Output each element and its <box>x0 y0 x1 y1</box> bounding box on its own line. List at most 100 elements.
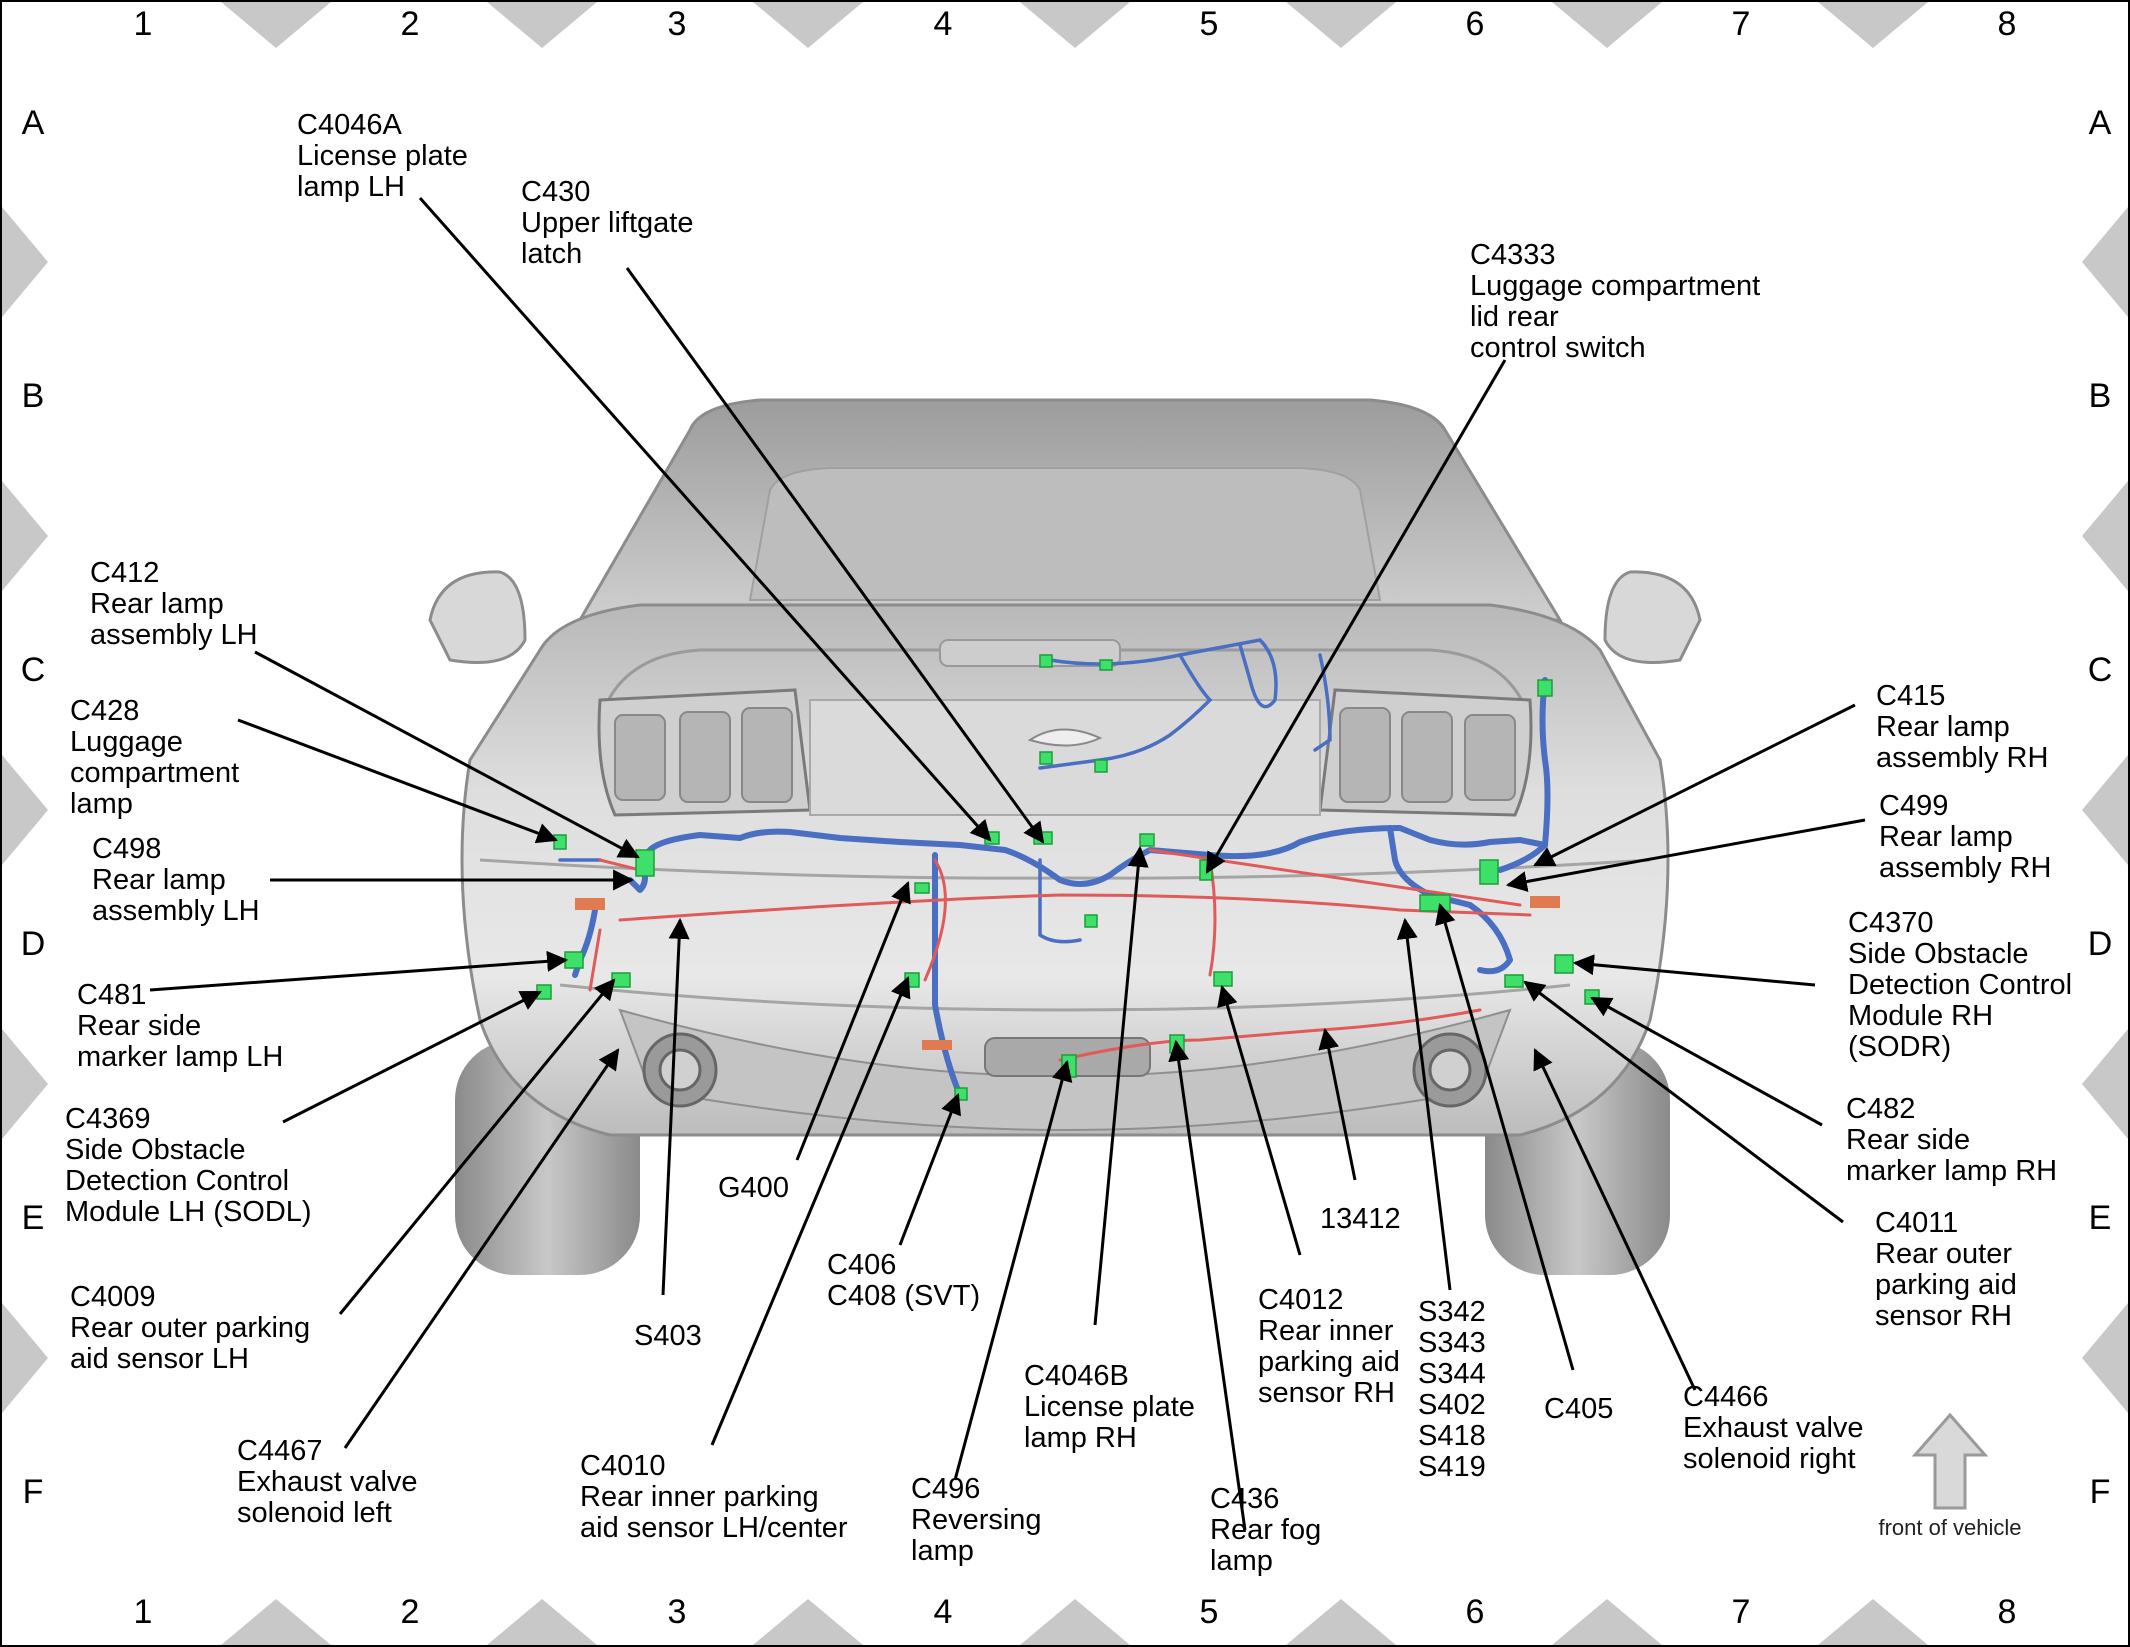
border-triangle-marker <box>221 2 331 48</box>
border-triangle-marker <box>2 1029 48 1139</box>
callout-description-line: lamp <box>1210 1545 1273 1577</box>
callout-description-line: License plate <box>297 140 468 172</box>
border-triangle-marker <box>221 1599 331 1645</box>
border-triangle-marker <box>2082 1029 2128 1139</box>
right-mirror <box>1603 570 1702 664</box>
border-triangle-marker <box>1020 1599 1130 1645</box>
callout-description-line: assembly RH <box>1879 852 2051 884</box>
callout-description-line: Luggage compartment <box>1470 270 1760 302</box>
callout-code: C4467 <box>237 1435 322 1467</box>
callout-description-line: Reversing <box>911 1504 1042 1536</box>
callout-code: G400 <box>718 1172 789 1204</box>
callout-description-line: Rear inner parking <box>580 1481 819 1513</box>
callout-description-line: C408 (SVT) <box>827 1280 980 1312</box>
grid-column-label: 8 <box>1998 1593 2017 1631</box>
callout-code: S403 <box>634 1320 702 1352</box>
callout-code: C412 <box>90 557 159 589</box>
callout-leader-lines <box>149 197 1866 1531</box>
callout-code: C496 <box>911 1473 980 1505</box>
callout-code: C4466 <box>1683 1381 1768 1413</box>
grid-row-label: C <box>21 651 46 689</box>
border-triangle-marker <box>2082 481 2128 591</box>
callout-code: C481 <box>77 979 146 1011</box>
callout-description-line: Detection Control <box>1848 969 2072 1001</box>
grid-column-label: 7 <box>1732 5 1751 43</box>
grid-row-label: E <box>22 1199 45 1237</box>
callout-code: C4011 <box>1875 1207 1958 1239</box>
callout-code: C4009 <box>70 1281 155 1313</box>
grid-row-label: D <box>21 925 46 963</box>
grid-column-label: 5 <box>1200 1593 1219 1631</box>
border-triangle-marker <box>2082 207 2128 317</box>
border-triangle-marker <box>1020 2 1130 48</box>
callout-code: C4370 <box>1848 907 1933 939</box>
grid-row-label: E <box>2089 1199 2112 1237</box>
callout-description-line: Detection Control <box>65 1165 289 1197</box>
callout-code: C4333 <box>1470 239 1555 271</box>
wiring-harness <box>536 638 1600 1101</box>
callout-description-line: solenoid right <box>1683 1443 1856 1475</box>
callout-description-line: latch <box>521 238 582 270</box>
grid-column-label: 7 <box>1732 1593 1751 1631</box>
callout-description-line: Rear lamp <box>1879 821 2013 853</box>
callout-code: C428 <box>70 695 139 727</box>
grid-row-label: C <box>2088 651 2113 689</box>
grid-column-label: 6 <box>1466 5 1485 43</box>
border-triangle-marker <box>487 1599 597 1645</box>
border-triangle-marker <box>2 1303 48 1413</box>
callout-description-line: lamp <box>70 788 133 820</box>
vehicle-rear-illustration <box>428 398 1702 1275</box>
border-triangle-marker <box>1818 1599 1928 1645</box>
border-triangle-marker <box>2 207 48 317</box>
callout-description-line: Luggage <box>70 726 183 758</box>
border-triangle-marker <box>753 1599 863 1645</box>
callout-code: 13412 <box>1320 1203 1401 1235</box>
border-triangle-marker <box>2 481 48 591</box>
callout-description-line: Rear outer parking <box>70 1312 310 1344</box>
callout-code: C499 <box>1879 790 1948 822</box>
border-triangle-marker <box>487 2 597 48</box>
callout-description-line: S418 <box>1418 1420 1486 1452</box>
callout-description-line: Rear inner <box>1258 1315 1394 1347</box>
callout-code: C406 <box>827 1249 896 1281</box>
grid-column-label: 4 <box>934 5 953 43</box>
callout-description-line: compartment <box>70 757 239 789</box>
callout-description-line: control switch <box>1470 332 1646 364</box>
callout-description-line: marker lamp RH <box>1846 1155 2057 1187</box>
left-mirror <box>428 570 527 664</box>
callout-code: C482 <box>1846 1093 1915 1125</box>
grid-column-label: 1 <box>134 1593 153 1631</box>
grid-row-label: B <box>22 377 45 415</box>
grid-column-label: 2 <box>401 1593 420 1631</box>
border-triangle-marker <box>1818 2 1928 48</box>
callout-description-line: Rear fog <box>1210 1514 1321 1546</box>
callout-description-line: aid sensor LH/center <box>580 1512 848 1544</box>
grid-column-label: 8 <box>1998 5 2017 43</box>
callout-code: C4046B <box>1024 1360 1129 1392</box>
grid-column-label: 2 <box>401 5 420 43</box>
grid-column-label: 1 <box>134 5 153 43</box>
callout-code: C415 <box>1876 680 1945 712</box>
callout-description-line: Rear lamp <box>1876 711 2010 743</box>
callout-code: C4046A <box>297 109 402 141</box>
grid-column-label: 6 <box>1466 1593 1485 1631</box>
grid-row-label: F <box>2090 1473 2111 1511</box>
callout-s403: S403 <box>634 1320 702 1352</box>
callout-description-line: marker lamp LH <box>77 1041 283 1073</box>
